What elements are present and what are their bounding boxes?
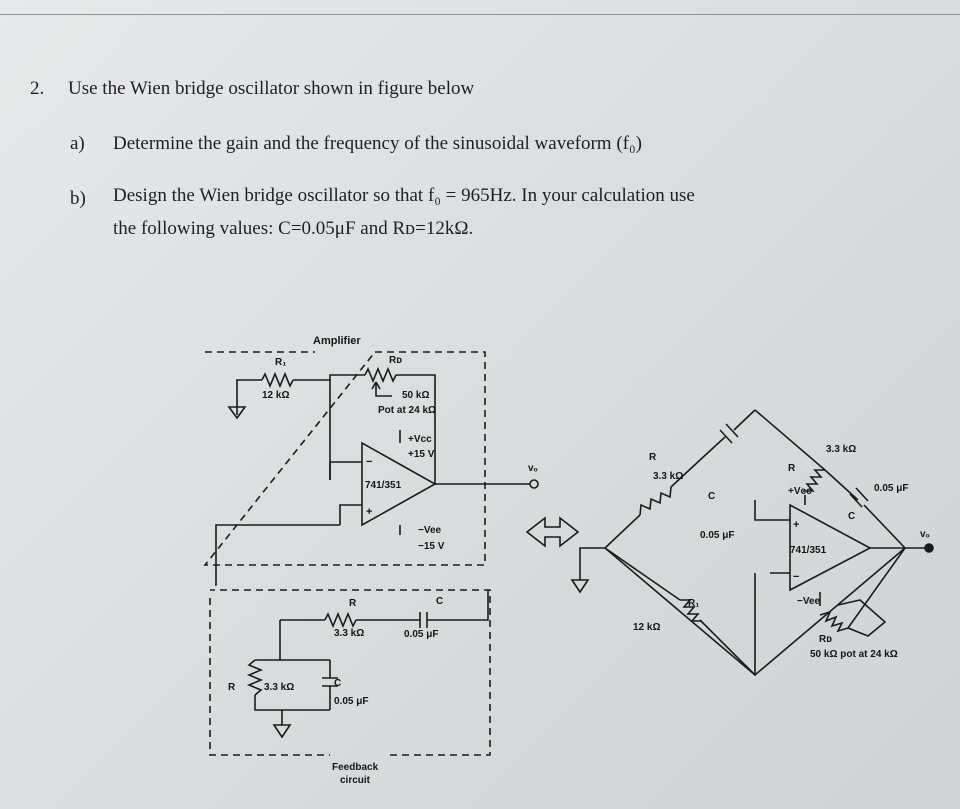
right-r-top-right-label: R <box>788 463 796 474</box>
question-text: Use the Wien bridge oscillator shown in … <box>68 78 475 99</box>
vcc-label: +Vcc <box>408 434 432 445</box>
vee-value: −15 V <box>418 541 445 552</box>
minus-sign: − <box>366 456 372 468</box>
equivalence-arrow <box>525 516 580 548</box>
right-rf-label: Rᴅ <box>819 634 832 645</box>
part-a-text: Determine the gain and the frequency of … <box>113 133 642 154</box>
right-c-top-right-label: C <box>848 511 855 522</box>
right-c-top-right-value: 0.05 μF <box>874 483 908 494</box>
series-r-label: R <box>349 598 357 609</box>
r1-value: 12 kΩ <box>262 390 289 401</box>
right-vee-label: −Vee <box>797 596 821 607</box>
right-rf-value: 50 kΩ pot at 24 kΩ <box>810 649 898 660</box>
right-vo-label: vₒ <box>920 529 930 540</box>
vcc-value: +15 V <box>408 449 435 460</box>
right-minus-sign: − <box>793 571 799 583</box>
series-r-value: 3.3 kΩ <box>334 628 364 639</box>
amplifier-label: Amplifier <box>313 335 361 347</box>
series-c-label: C <box>436 596 443 607</box>
rf-note: Pot at 24 kΩ <box>378 405 436 416</box>
right-opamp-label: 741/351 <box>790 545 827 556</box>
opamp-label: 741/351 <box>365 480 402 491</box>
amplifier-box <box>203 351 486 566</box>
vo-label: vₒ <box>528 463 538 474</box>
part-b-line2: the following values: C=0.05μF and Rᴅ=12… <box>113 218 474 239</box>
shunt-r-value: 3.3 kΩ <box>264 682 294 693</box>
r1-label: R₁ <box>275 357 286 368</box>
right-vcc-label: +Vcc <box>788 486 812 497</box>
right-r-top-right-value: 3.3 kΩ <box>826 444 856 455</box>
feedback-label-2: circuit <box>340 775 371 786</box>
shunt-c-value: 0.05 μF <box>334 696 368 707</box>
right-c-top-left-value: 0.05 μF <box>700 530 734 541</box>
feedback-label-1: Feedback <box>332 762 379 773</box>
question-number: 2. <box>30 78 45 99</box>
right-r-top-left-value: 3.3 kΩ <box>653 471 683 482</box>
feedback-box <box>209 589 491 756</box>
rf-value: 50 kΩ <box>402 390 429 401</box>
series-c-value: 0.05 μF <box>404 629 438 640</box>
right-rf <box>819 610 849 633</box>
right-r-top-left <box>639 486 672 516</box>
right-r-top-left-label: R <box>649 452 657 463</box>
right-r1 <box>680 599 702 622</box>
rf-resistor <box>364 366 397 384</box>
top-rule <box>0 14 960 15</box>
left-opamp <box>361 441 437 527</box>
series-r <box>324 611 357 629</box>
r1-resistor <box>261 371 294 389</box>
right-plus-sign: + <box>793 519 799 531</box>
shunt-c-label: C <box>334 678 341 689</box>
part-b-line1: Design the Wien bridge oscillator so tha… <box>113 185 695 206</box>
right-r1-value: 12 kΩ <box>633 622 660 633</box>
right-r1-label: R₁ <box>688 598 699 609</box>
vee-label: −Vee <box>418 525 442 536</box>
shunt-r-label: R <box>228 682 236 693</box>
part-a-label: a) <box>70 133 85 154</box>
plus-sign: + <box>366 506 372 518</box>
right-opamp <box>789 503 872 592</box>
part-b-label: b) <box>70 188 86 209</box>
right-r-top-right <box>803 469 825 492</box>
shunt-r <box>246 659 264 696</box>
rf-label: Rᴅ <box>389 355 402 366</box>
right-c-top-left-label: C <box>708 491 715 502</box>
